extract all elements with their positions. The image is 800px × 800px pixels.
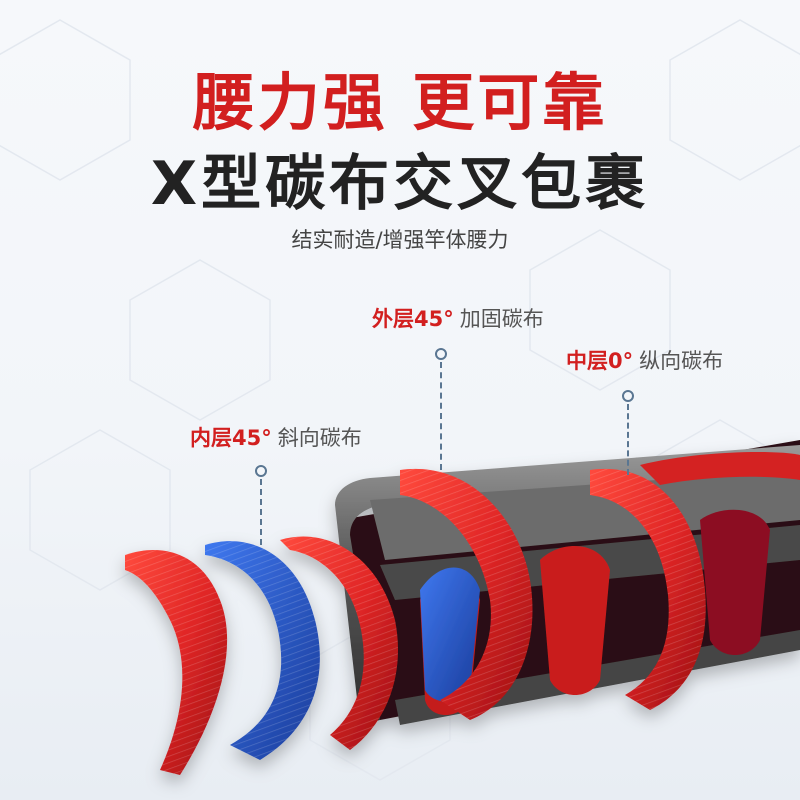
callout-middle-layer: 中层0°纵向碳布 <box>566 345 723 375</box>
outer-layer-leader <box>435 348 447 470</box>
callout-middle-highlight: 中层0° <box>566 349 634 373</box>
callout-middle-label: 纵向碳布 <box>639 349 724 373</box>
subtitle: 结实耐造/增强竿体腰力 <box>291 228 509 252</box>
inner-layer-leader <box>255 465 267 545</box>
callout-outer-highlight: 外层45° <box>372 307 454 331</box>
headline-secondary: X型碳布交叉包裹 <box>150 149 650 219</box>
middle-layer-leader <box>622 390 634 475</box>
headline-primary: 腰力强 更可靠 <box>192 66 608 139</box>
callout-outer-layer: 外层45°加固碳布 <box>372 303 544 333</box>
callout-inner-highlight: 内层45° <box>190 426 272 450</box>
callout-inner-layer: 内层45°斜向碳布 <box>190 422 362 452</box>
callout-outer-label: 加固碳布 <box>459 307 544 331</box>
callout-inner-label: 斜向碳布 <box>277 426 362 450</box>
